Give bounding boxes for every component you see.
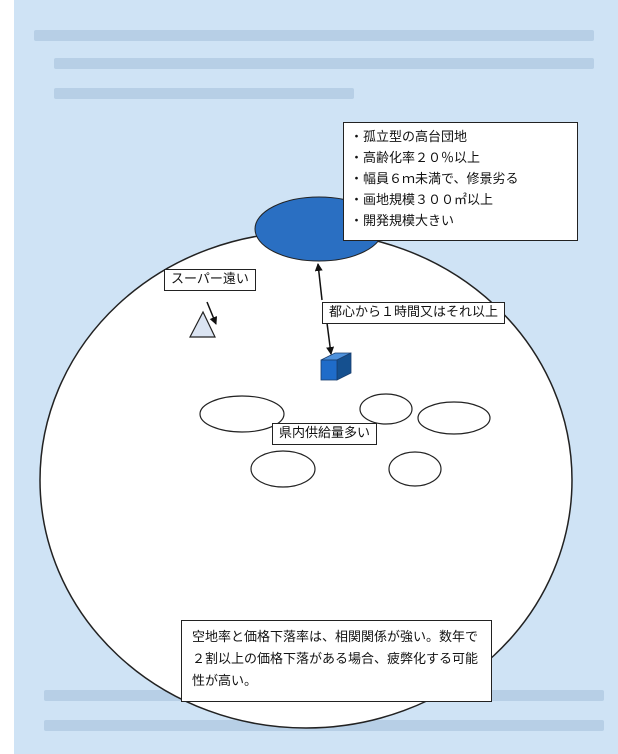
features-box: 孤立型の高台団地 高齢化率２０％以上 幅員６ｍ未満で、修景劣る 画地規模３００㎡… (343, 122, 578, 241)
commute-label: 都心から１時間又はそれ以上 (322, 302, 506, 324)
background-text-line (34, 30, 594, 41)
feature-item: 画地規模３００㎡以上 (350, 190, 571, 211)
feature-item: 孤立型の高台団地 (350, 127, 571, 148)
supermarket-triangle (189, 310, 216, 338)
supply-label: 県内供給量多い (272, 423, 378, 445)
supermarket-label: スーパー遠い (164, 269, 256, 291)
supply-ellipse (250, 450, 316, 488)
feature-item: 開発規模大きい (350, 211, 571, 232)
commute-arrow-to-building (326, 322, 335, 355)
summary-box: 空地率と価格下落率は、相関関係が強い。数年で２割以上の価格下落がある場合、疲弊化… (181, 620, 492, 702)
feature-item: 幅員６ｍ未満で、修景劣る (350, 169, 571, 190)
supply-ellipse (388, 451, 442, 487)
background-text-line (54, 58, 594, 69)
supply-ellipse (199, 395, 285, 433)
feature-item: 高齢化率２０％以上 (350, 148, 571, 169)
building-block (320, 352, 352, 381)
supply-ellipse (359, 393, 413, 425)
supermarket-arrow-to-triangle (206, 301, 218, 325)
background-text-line (54, 88, 354, 99)
commute-arrow-to-housing (314, 263, 323, 301)
supply-ellipse (417, 401, 491, 435)
